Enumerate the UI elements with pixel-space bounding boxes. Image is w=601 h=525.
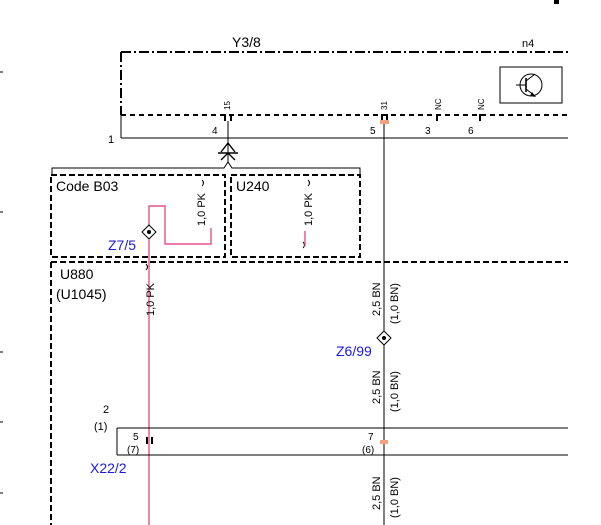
x22-pin-7-sub: (6) <box>362 445 374 456</box>
pin-label-15: 15 <box>223 101 232 110</box>
pin-number-5: 5 <box>370 126 376 137</box>
x22-pin-5-sub: (7) <box>127 445 139 456</box>
left-ruler-ticks <box>0 71 3 494</box>
u240-outline <box>230 174 361 258</box>
component-label-n4: n4 <box>522 38 534 50</box>
pin-label-31: 31 <box>380 101 389 110</box>
x22-pin-markers <box>146 437 153 444</box>
splice-z6-99-label: Z6/99 <box>336 343 372 359</box>
wire-label-bn-b: 2,5 BN <box>371 370 383 404</box>
u880-outline <box>50 261 568 525</box>
transistor-symbol <box>499 66 563 104</box>
splice-arrow-symbol <box>218 141 238 161</box>
x22-2-label: X22/2 <box>90 460 127 476</box>
connector-2-sub-label: (1) <box>94 421 107 433</box>
wire-label-bn-c-sub: (1,0 BN) <box>389 477 401 518</box>
u880-label: U880 <box>60 266 94 282</box>
wire-label-pk-a: 1,0 PK <box>196 192 208 226</box>
wire-label-bn-a-sub: (1,0 BN) <box>389 283 401 324</box>
splice-z7-5-symbol <box>141 224 157 240</box>
splice-z7-5-label: Z7/5 <box>108 237 136 253</box>
y3-8-outline <box>120 51 568 115</box>
code-b03-label: Code B03 <box>56 178 118 194</box>
splice-z6-99-symbol <box>376 330 392 346</box>
pin-number-4: 4 <box>212 126 218 137</box>
u240-label: U240 <box>236 178 270 194</box>
connector-marker-1: 1 <box>108 134 114 146</box>
corner-marker <box>554 0 559 4</box>
wire-label-pk-b: 1,0 PK <box>303 192 315 226</box>
code-b03-outline <box>50 174 226 258</box>
component-label-y3-8: Y3/8 <box>232 34 261 50</box>
pin-label-nc-3: NC <box>434 98 443 110</box>
wire-pk-loop <box>148 205 212 245</box>
pin-number-6: 6 <box>468 126 474 137</box>
wire-label-bn-b-sub: (1,0 BN) <box>389 371 401 412</box>
option-group-bracket <box>51 161 361 176</box>
pin-markers-top <box>224 114 481 121</box>
connector-2-label: 2 <box>103 404 109 416</box>
pin-number-3: 3 <box>425 126 431 137</box>
wire-label-pk-c: 1,0 PK <box>145 282 157 316</box>
wire-mark-x22 <box>145 263 148 271</box>
u1045-label: (U1045) <box>56 286 107 302</box>
wire-label-bn-a: 2,5 BN <box>371 282 383 316</box>
wire-label-bn-c: 2,5 BN <box>371 476 383 510</box>
x22-pin-7: 7 <box>368 432 374 443</box>
pin-label-nc-6: NC <box>477 98 486 110</box>
x22-pin7-terminal <box>380 440 388 444</box>
x22-2-connector <box>116 427 568 456</box>
pin-31-terminal <box>380 120 389 124</box>
x22-pin-5: 5 <box>133 432 139 443</box>
